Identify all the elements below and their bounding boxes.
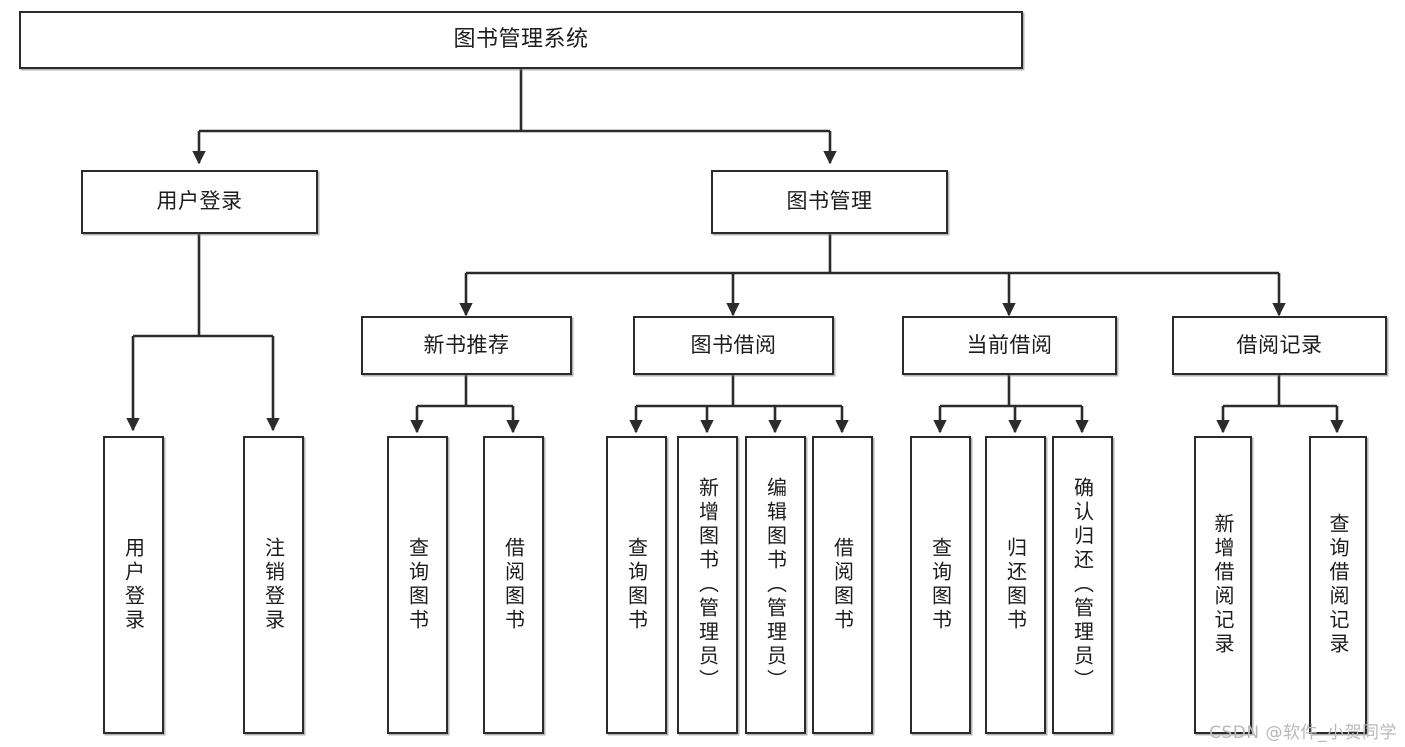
node-user-login[interactable]: 用户登录 [81, 170, 318, 234]
leaf-user-login-login[interactable]: 用户登录 [103, 436, 164, 734]
node-root-system[interactable]: 图书管理系统 [19, 11, 1023, 69]
leaf-borrow-borrow-book[interactable]: 借阅图书 [812, 436, 873, 734]
node-label: 用户登录 [156, 189, 243, 214]
node-new-book-recommend[interactable]: 新书推荐 [361, 316, 572, 375]
node-label: 借阅记录 [1236, 332, 1323, 357]
leaf-current-return-book[interactable]: 归还图书 [985, 436, 1046, 734]
leaf-borrow-add-book[interactable]: 新增图书（管理员） [677, 436, 738, 734]
node-label: 查询图书 [405, 537, 430, 633]
leaf-record-add[interactable]: 新增借阅记录 [1194, 436, 1252, 734]
node-label: 新增图书（管理员） [695, 477, 720, 693]
node-label: 查询借阅记录 [1326, 513, 1350, 657]
node-label: 确认归还（管理员） [1070, 477, 1095, 693]
leaf-record-query[interactable]: 查询借阅记录 [1309, 436, 1367, 734]
node-label: 图书管理 [786, 189, 873, 214]
leaf-new-book-query[interactable]: 查询图书 [387, 436, 448, 734]
leaf-borrow-query-book[interactable]: 查询图书 [606, 436, 667, 734]
leaf-borrow-edit-book[interactable]: 编辑图书（管理员） [745, 436, 806, 734]
node-book-management[interactable]: 图书管理 [711, 170, 948, 234]
node-label: 借阅图书 [830, 537, 855, 633]
node-current-borrow[interactable]: 当前借阅 [902, 316, 1117, 375]
node-book-borrow[interactable]: 图书借阅 [633, 316, 834, 375]
node-label: 图书借阅 [690, 332, 777, 357]
watermark: CSDN @软件_小贺同学 [1209, 723, 1397, 743]
leaf-current-query-book[interactable]: 查询图书 [910, 436, 971, 734]
leaf-user-login-logout[interactable]: 注销登录 [243, 436, 304, 734]
node-label: 新增借阅记录 [1211, 513, 1235, 657]
node-borrow-record[interactable]: 借阅记录 [1172, 316, 1387, 375]
node-label: 编辑图书（管理员） [763, 477, 788, 693]
node-label: 查询图书 [624, 537, 649, 633]
node-label: 借阅图书 [501, 537, 526, 633]
node-label: 注销登录 [261, 537, 286, 633]
node-label: 归还图书 [1003, 537, 1028, 633]
node-label: 新书推荐 [423, 332, 510, 357]
leaf-current-confirm-return[interactable]: 确认归还（管理员） [1052, 436, 1113, 734]
node-label: 查询图书 [928, 537, 953, 633]
leaf-new-book-borrow[interactable]: 借阅图书 [483, 436, 544, 734]
node-label: 图书管理系统 [453, 26, 589, 52]
node-label: 用户登录 [121, 537, 146, 633]
node-label: 当前借阅 [966, 332, 1053, 357]
